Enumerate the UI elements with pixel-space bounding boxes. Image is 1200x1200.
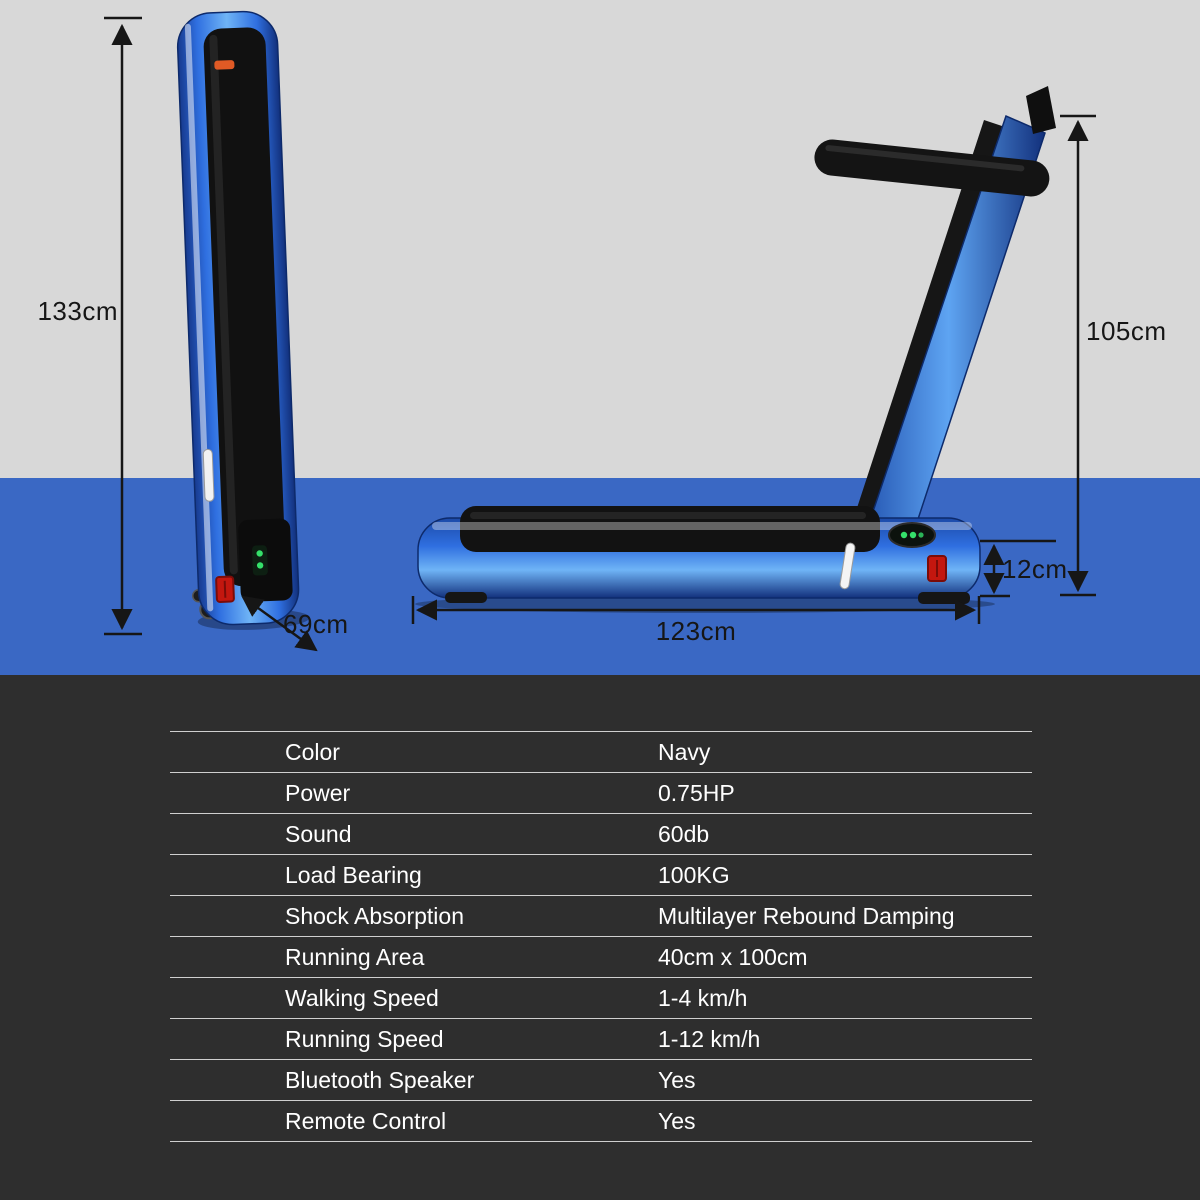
table-row: Running Speed 1-12 km/h <box>170 1018 1032 1059</box>
spec-label: Shock Absorption <box>285 902 465 929</box>
display-led <box>256 550 263 557</box>
spec-label: Running Area <box>285 943 425 970</box>
spec-value: 60db <box>658 820 710 847</box>
spec-label: Remote Control <box>285 1107 447 1134</box>
handrail-post <box>838 120 1008 572</box>
dimension-line-69cm <box>241 595 318 652</box>
spec-section: Color Navy Power 0.75HP Sound 60db Load … <box>0 675 1200 1200</box>
spec-label: Walking Speed <box>285 984 439 1011</box>
spec-value: Navy <box>658 738 711 765</box>
spec-value: Yes <box>658 1107 696 1134</box>
spec-table: Color Navy Power 0.75HP Sound 60db Load … <box>170 731 1032 1142</box>
table-row: Running Area 40cm x 100cm <box>170 936 1032 977</box>
dimension-label-folded-depth: 69cm <box>283 609 349 639</box>
dimension-label-length: 123cm <box>655 616 737 646</box>
dimension-label-folded-height: 133cm <box>37 296 118 326</box>
top-accent <box>214 60 235 70</box>
handlebar <box>814 139 1050 197</box>
spec-value: 40cm x 100cm <box>658 943 808 970</box>
dimension-label-deck-height: 12cm <box>1002 554 1068 584</box>
spec-value: 0.75HP <box>658 779 735 806</box>
running-belt <box>460 506 880 552</box>
spec-value: 100KG <box>658 861 730 888</box>
unfolded-treadmill-illustration <box>415 86 1056 613</box>
spec-label: Load Bearing <box>285 861 422 888</box>
spec-label: Sound <box>285 820 352 847</box>
spec-label: Power <box>285 779 351 806</box>
spec-value: Multilayer Rebound Damping <box>658 902 955 929</box>
table-row: Shock Absorption Multilayer Rebound Damp… <box>170 895 1032 936</box>
table-row: Load Bearing 100KG <box>170 854 1032 895</box>
handle-slot <box>202 448 215 502</box>
table-row: Sound 60db <box>170 813 1032 854</box>
spec-label: Running Speed <box>285 1025 444 1052</box>
table-row: Remote Control Yes <box>170 1100 1032 1142</box>
spec-label: Color <box>285 738 340 765</box>
spec-label: Bluetooth Speaker <box>285 1066 475 1093</box>
spec-value: 1-4 km/h <box>658 984 748 1011</box>
treadmill-diagram <box>104 10 1096 652</box>
dimension-lines <box>104 16 1096 652</box>
photo-background: 133cm 69cm 105cm 12cm 123cm <box>0 0 1200 675</box>
table-row: Walking Speed 1-4 km/h <box>170 977 1032 1018</box>
table-row: Color Navy <box>170 731 1032 772</box>
dimension-label-standing-height: 105cm <box>1086 316 1167 346</box>
folded-treadmill-illustration <box>176 10 310 630</box>
spec-value: 1-12 km/h <box>658 1025 761 1052</box>
console-fin <box>1026 86 1056 134</box>
display-led <box>256 562 264 569</box>
spec-value: Yes <box>658 1066 696 1093</box>
handle-slot <box>839 542 856 590</box>
table-row: Bluetooth Speaker Yes <box>170 1059 1032 1100</box>
table-row: Power 0.75HP <box>170 772 1032 813</box>
